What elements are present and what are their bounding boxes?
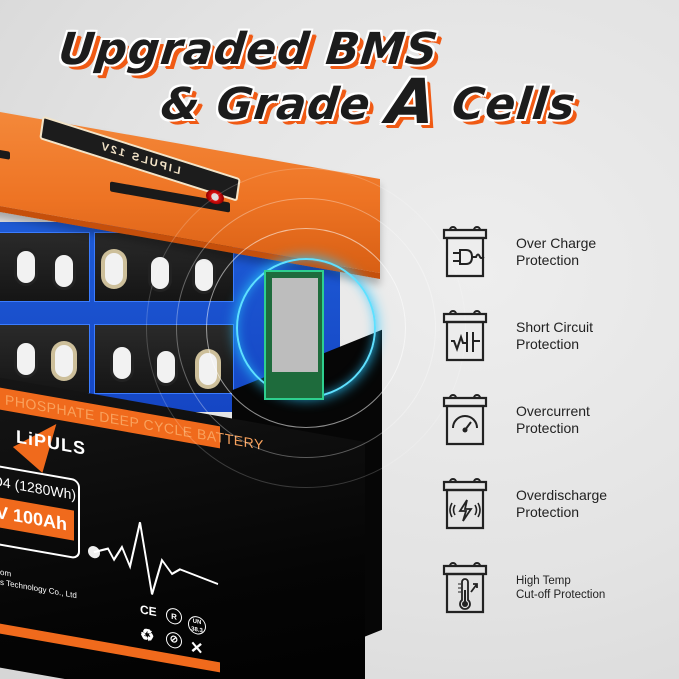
company-info: om s Technology Co., Ltd	[0, 568, 77, 602]
cell-terminal	[17, 251, 35, 283]
spec-rating: 3V 100Ah	[0, 494, 74, 541]
headline-line1: Upgraded BMS	[56, 24, 441, 75]
feature-title: High Temp	[516, 575, 571, 587]
cell-terminal	[105, 253, 123, 285]
recycle-icon: ♻	[140, 626, 155, 646]
feature-label: High Temp Cut-off Protection	[516, 574, 605, 602]
feature-overcurrent: Overcurrent Protection	[436, 390, 676, 450]
feature-label: Overdischarge Protection	[516, 487, 607, 521]
feature-subtitle: Protection	[516, 336, 580, 352]
feature-title: Overcurrent	[516, 403, 590, 419]
feature-subtitle: Protection	[516, 504, 580, 520]
feature-subtitle: Protection	[516, 420, 580, 436]
feature-over-charge: Over Charge Protection	[436, 222, 676, 282]
no-fire-icon: ⊘	[166, 630, 182, 650]
lightning-icon	[442, 478, 488, 530]
signal-ring	[146, 168, 466, 488]
headline-grade-a: A	[383, 65, 441, 138]
bms-heatsink	[272, 278, 318, 372]
feature-title: Short Circuit	[516, 319, 594, 335]
cell-terminal	[17, 343, 35, 375]
feature-title: Overdischarge	[516, 487, 608, 503]
rohs-icon: R	[166, 606, 182, 626]
no-trash-icon: ✕	[190, 639, 204, 659]
lid-handle-slot	[0, 144, 10, 160]
short-circuit-icon	[442, 310, 488, 362]
battery-illustration: LIPULS 12V N PHOSPHATE DEEP CYCLE BATTER…	[0, 104, 466, 679]
thermometer-icon	[442, 562, 488, 614]
heartbeat-icon	[88, 521, 219, 595]
feature-title: Over Charge	[516, 235, 597, 251]
bottom-stripe	[0, 620, 220, 673]
headline: Upgraded BMS & Grade A Cells	[50, 24, 584, 138]
feature-overdischarge: Overdischarge Protection	[436, 474, 676, 534]
cell-terminal	[55, 345, 73, 377]
feature-subtitle: Cut-off Protection	[516, 589, 606, 601]
cell-terminal	[55, 255, 73, 287]
cell-terminal	[113, 347, 131, 379]
spec-capacity: O4 (1280Wh)	[0, 472, 77, 503]
headline-line2: & Grade A Cells	[158, 65, 579, 138]
feature-label: Short Circuit Protection	[516, 319, 593, 353]
bms-board	[264, 270, 324, 400]
ce-mark-icon: CE	[140, 602, 157, 620]
headline-line2-suffix: Cells	[433, 79, 579, 130]
feature-label: Over Charge Protection	[516, 235, 596, 269]
headline-line2-prefix: & Grade	[158, 79, 390, 130]
battery-case: N PHOSPHATE DEEP CYCLE BATTERY LiPULS O4…	[0, 374, 365, 679]
plug-icon	[442, 226, 488, 278]
feature-high-temp: High Temp Cut-off Protection	[436, 558, 676, 618]
feature-subtitle: Protection	[516, 252, 580, 268]
feature-label: Overcurrent Protection	[516, 403, 590, 437]
cell	[0, 232, 90, 302]
spec-box: O4 (1280Wh) 3V 100Ah	[0, 460, 80, 560]
feature-short-circuit: Short Circuit Protection	[436, 306, 676, 366]
gauge-icon	[442, 394, 488, 446]
